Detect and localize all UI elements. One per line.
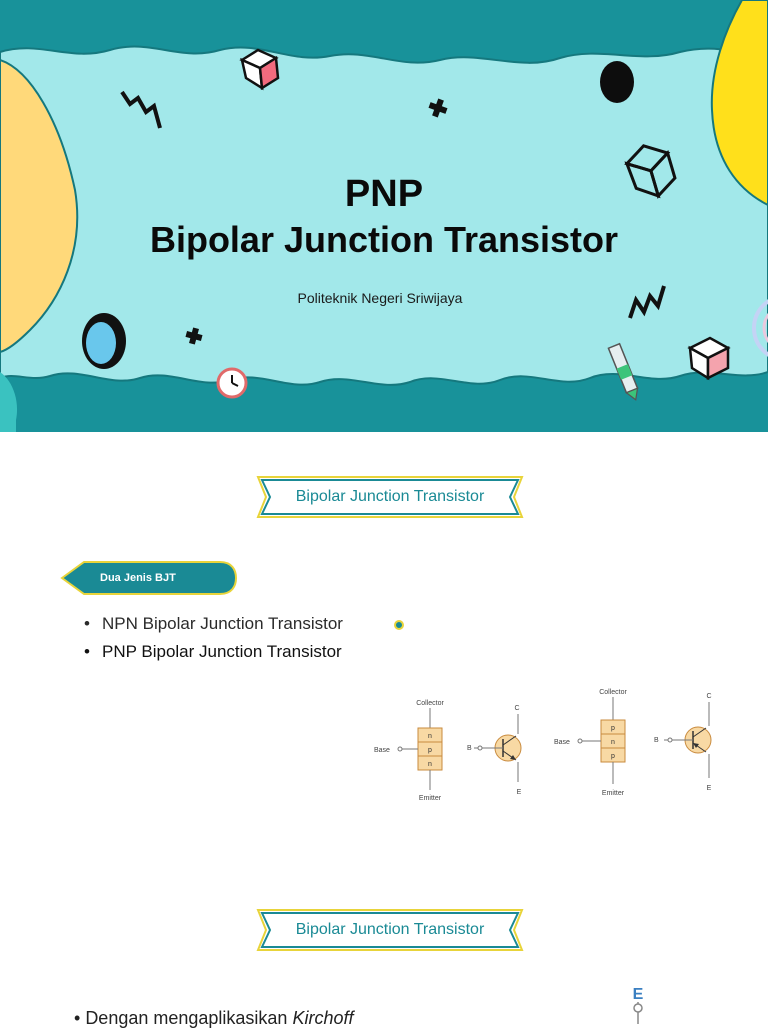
npn-base-label: Base [374,747,390,754]
title-slide-background [0,0,768,432]
emitter-symbol-fragment: E [633,986,644,1024]
kirchoff-text-start: Dengan mengaplikasikan [85,1008,293,1028]
kirchoff-text: • Dengan mengaplikasikan Kirchoff [74,1008,354,1028]
npn-layer-mid: p [428,747,432,754]
emitter-letter: E [633,986,644,1003]
banner-frame [256,909,524,951]
pnp-layer-top: p [611,725,615,732]
title-line-2: Bipolar Junction Transistor [149,219,619,260]
title-slide: PNP Bipolar Junction Transistor Politekn… [0,0,768,432]
subheading-pill: Dua Jenis BJT [60,560,238,596]
npn-diagram: Collector n p n Base Emitter C B E [374,700,522,802]
npn-collector-label: Collector [416,700,444,707]
banner-label: Bipolar Junction Transistor [295,921,485,938]
subtitle: Politeknik Negeri Sriwijaya [297,290,463,306]
dot-marker [394,620,404,630]
pnp-collector-label: Collector [599,689,627,696]
banner-frame [256,476,524,518]
npn-e-label: E [517,789,522,796]
npn-layer-top: n [428,733,432,740]
pill-label: Dua Jenis BJT [100,572,176,584]
section-banner-2: Bipolar Junction Transistor [252,907,528,953]
pnp-diagram: Collector p n p Base Emitter C B E [554,689,712,797]
pnp-layer-bottom: p [611,753,615,760]
npn-emitter-label: Emitter [419,795,442,802]
section-banner: Bipolar Junction Transistor [252,474,528,520]
npn-c-label: C [514,705,519,712]
title-block: PNP Bipolar Junction Transistor [0,172,768,264]
pill-shape [60,561,238,595]
pnp-e-label: E [707,785,712,792]
pnp-emitter-label: Emitter [602,790,625,797]
list-item: PNP Bipolar Junction Transistor [84,638,343,666]
pnp-b-label: B [654,737,659,744]
list-item: NPN Bipolar Junction Transistor [84,610,343,638]
banner-label: Bipolar Junction Transistor [295,488,485,505]
bjt-type-list: NPN Bipolar Junction Transistor PNP Bipo… [84,610,343,666]
pnp-base-label: Base [554,739,570,746]
npn-layer-bottom: n [428,761,432,768]
pnp-layer-mid: n [611,739,615,746]
title-line-1: PNP [344,173,424,215]
kirchoff-italic: Kirchoff [292,1008,354,1028]
pnp-c-label: C [706,693,711,700]
npn-b-label: B [467,745,472,752]
